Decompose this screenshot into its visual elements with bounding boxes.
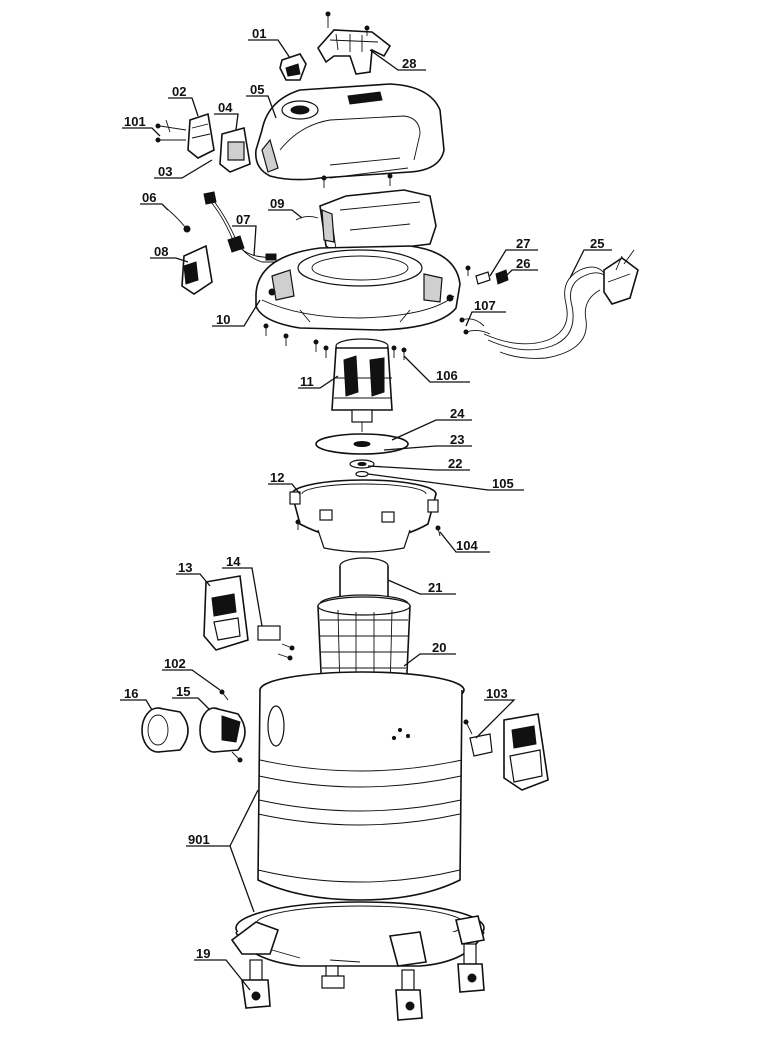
part-cable-terminals [459,317,491,335]
part-inlet-flap [199,689,246,763]
part-electronic-box [181,244,213,295]
label-27: 27 [516,236,530,251]
part-motor-shroud [295,173,437,257]
part-power-cord [483,249,639,359]
label-09: 09 [270,196,284,211]
part-side-latch [463,713,549,791]
label-13: 13 [178,560,192,575]
label-15: 15 [176,684,190,699]
label-03: 03 [158,164,172,179]
label-22: 22 [448,456,462,471]
part-casters [241,943,485,1021]
label-103: 103 [486,686,508,701]
label-04: 04 [218,100,233,115]
part-labels: 01 28 02 05 04 101 03 06 09 07 27 25 08 … [124,26,604,961]
part-top-cover [254,83,445,181]
label-24: 24 [450,406,465,421]
label-01: 01 [252,26,266,41]
part-latch-bracket [203,575,295,661]
label-28: 28 [402,56,416,71]
label-102: 102 [164,656,186,671]
label-14: 14 [226,554,241,569]
label-21: 21 [428,580,442,595]
part-hose-connector [141,707,189,753]
part-motor-housing [255,245,461,331]
label-10: 10 [216,312,230,327]
label-23: 23 [450,432,464,447]
label-05: 05 [250,82,264,97]
label-16: 16 [124,686,138,701]
part-container-drum [257,671,465,901]
label-901: 901 [188,832,210,847]
label-106: 106 [436,368,458,383]
label-20: 20 [432,640,446,655]
label-06: 06 [142,190,156,205]
label-08: 08 [154,244,168,259]
part-fan-disc [315,433,409,478]
part-carry-handle [317,11,392,75]
part-switch-assembly [155,112,251,173]
label-19: 19 [196,946,210,961]
part-wiring-harness [165,191,277,263]
part-filter-ring [289,479,441,553]
label-104: 104 [456,538,478,553]
label-11: 11 [300,374,314,389]
label-26: 26 [516,256,530,271]
part-trolley-base [230,901,485,967]
part-motor [331,338,393,432]
part-switch-knob [279,53,307,81]
label-101: 101 [124,114,146,129]
label-02: 02 [172,84,186,99]
label-107: 107 [474,298,496,313]
label-07: 07 [236,212,250,227]
part-cord-clamp [465,265,509,285]
leader-lines [120,39,612,991]
label-25: 25 [590,236,604,251]
part-housing-screws [263,323,407,360]
label-105: 105 [492,476,514,491]
label-12: 12 [270,470,284,485]
